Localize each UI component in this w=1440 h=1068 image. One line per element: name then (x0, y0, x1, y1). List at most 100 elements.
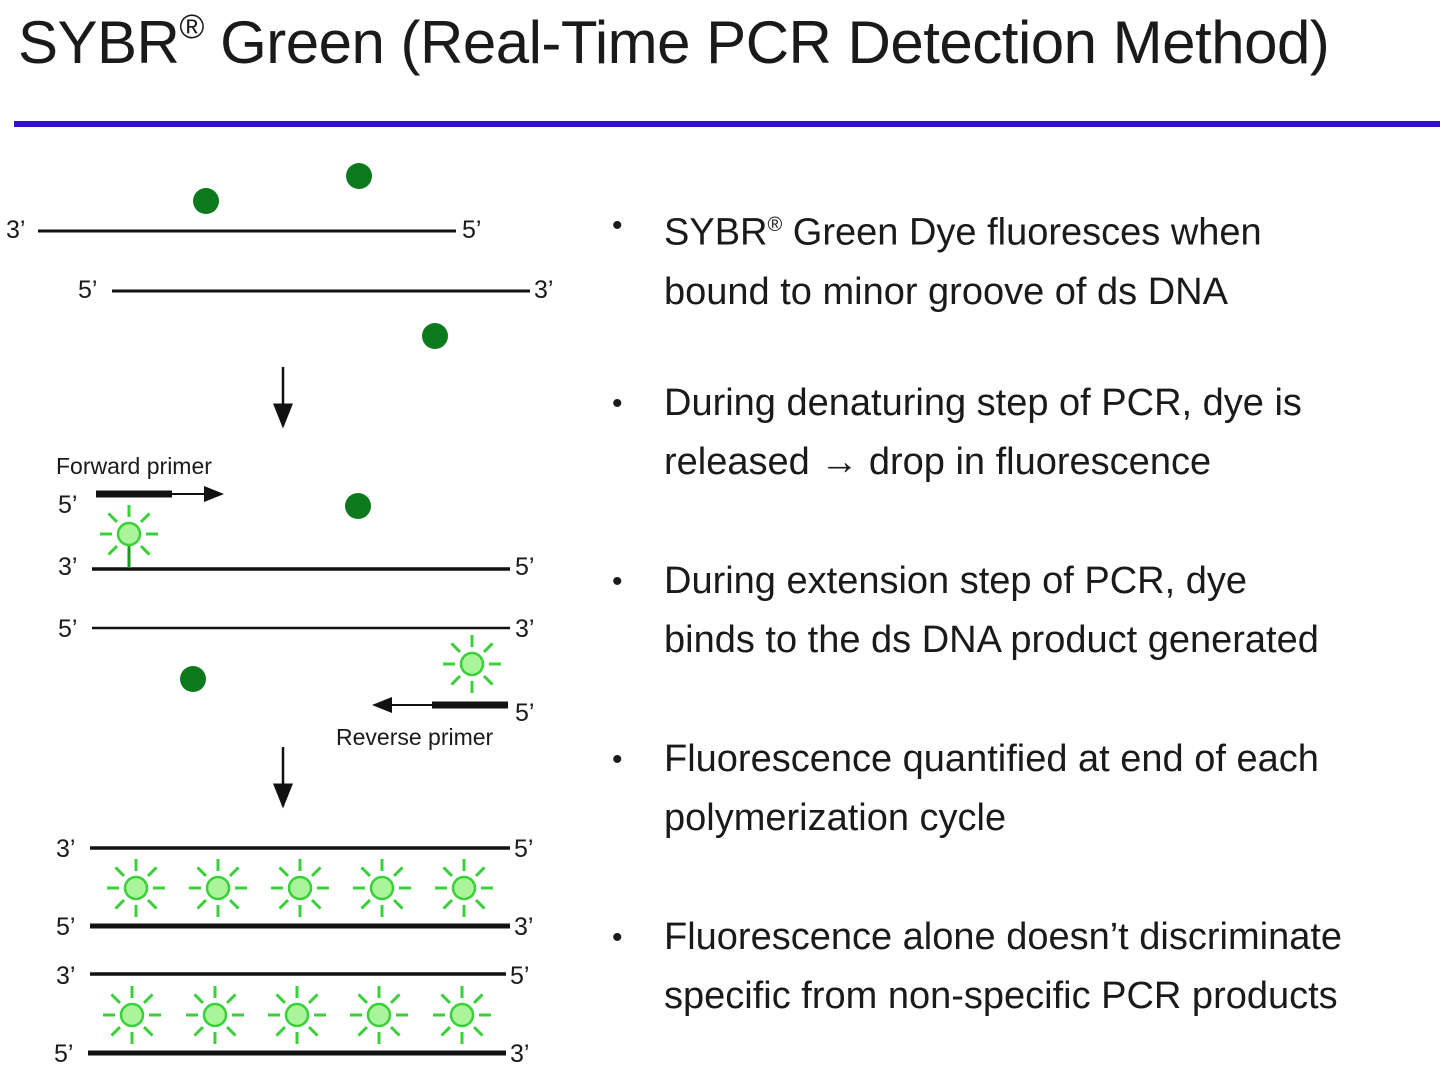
bullet-line2: bound to minor groove of ds DNA (664, 270, 1228, 313)
fluorescing-dye-icon (189, 859, 247, 917)
label-5prime: 5’ (58, 491, 77, 519)
bullet-text: Fluorescence quantified at end of each p… (664, 730, 1434, 848)
label-3prime: 3’ (58, 553, 77, 581)
glow-ray (307, 1025, 319, 1037)
glow-ray (193, 1025, 205, 1037)
glow-ray (196, 898, 208, 910)
glow-ray (472, 993, 484, 1005)
glow-core (366, 1002, 392, 1028)
fluorescing-dye-icon (107, 859, 165, 917)
glow-ray (110, 993, 122, 1005)
glow-core (287, 875, 313, 901)
glow-ray (196, 866, 208, 878)
bullet-line2: binds to the ds DNA product generated (664, 619, 1319, 661)
glow-ray (389, 1025, 401, 1037)
bullet-line1: SYBR (664, 211, 768, 254)
glow-core (451, 875, 477, 901)
glow-ray (142, 993, 154, 1005)
fluorescing-dye-icon (443, 635, 501, 693)
stage-3-products: 3’ 5’ 5’ 3’ 3’ 5’ 5’ 3’ (54, 835, 533, 1068)
label-5prime: 5’ (515, 699, 534, 727)
glow-ray (357, 1025, 369, 1037)
glow-core (116, 521, 142, 547)
glow-ray (225, 993, 237, 1005)
label-5prime: 5’ (510, 962, 529, 990)
bullet-dot: • (612, 921, 623, 954)
label-3prime: 3’ (534, 276, 553, 304)
label-3prime: 3’ (6, 216, 25, 244)
glow-ray (139, 512, 151, 524)
glow-ray (142, 1025, 154, 1037)
free-dye-dot (193, 188, 219, 214)
glow-core (202, 1002, 228, 1028)
glow-ray (474, 866, 486, 878)
label-3prime: 3’ (56, 962, 75, 990)
free-dye-dot (345, 493, 371, 519)
glow-ray (146, 866, 158, 878)
fluorescing-dye-icon (100, 505, 158, 568)
glow-ray (110, 1025, 122, 1037)
bullet-dot: • (612, 209, 623, 242)
glow-ray (392, 898, 404, 910)
glow-ray (114, 898, 126, 910)
bullet-line1: Fluorescence quantified at end of each (664, 738, 1319, 780)
bullet-line2: specific from non-specific PCR products (664, 975, 1338, 1017)
free-dye-dot (180, 666, 206, 692)
title-registered-mark: ® (179, 8, 204, 46)
bullet-text: SYBR® Green Dye fluoresces when bound to… (664, 196, 1434, 322)
glow-ray (146, 898, 158, 910)
label-5prime: 5’ (78, 276, 97, 304)
glow-core (449, 1002, 475, 1028)
label-5prime: 5’ (514, 835, 533, 863)
title-sybr: SYBR (18, 9, 180, 76)
label-5prime: 5’ (515, 553, 534, 581)
label-5prime: 5’ (56, 913, 75, 941)
label-3prime: 3’ (514, 913, 533, 941)
fluorescing-dye-icon (186, 986, 244, 1044)
glow-ray (278, 866, 290, 878)
stage-1-double-strand: 3’ 5’ 5’ 3’ (6, 163, 553, 349)
glow-ray (193, 993, 205, 1005)
label-5prime: 5’ (462, 216, 481, 244)
pcr-diagram: 3’ 5’ 5’ 3’ Forward primer 5’ 3’ 5’ 5’ 3… (6, 163, 553, 1068)
glow-ray (275, 993, 287, 1005)
glow-ray (442, 898, 454, 910)
glow-core (369, 875, 395, 901)
bullet-line1: During extension step of PCR, dye (664, 560, 1247, 602)
bullet-dot: • (612, 565, 623, 598)
glow-ray (357, 993, 369, 1005)
glow-core (459, 651, 485, 677)
glow-ray (114, 866, 126, 878)
reverse-primer-label: Reverse primer (336, 724, 494, 750)
label-5prime: 5’ (58, 615, 77, 643)
glow-ray (107, 544, 119, 556)
forward-primer-label: Forward primer (56, 453, 212, 479)
glow-ray (107, 512, 119, 524)
stage-2-primer-annealing: Forward primer 5’ 3’ 5’ 5’ 3’ 5’ Reverse… (56, 453, 534, 750)
glow-ray (310, 866, 322, 878)
bullet-text: During extension step of PCR, dye binds … (664, 552, 1434, 670)
glow-ray (392, 866, 404, 878)
page-title: SYBR® Green (Real-Time PCR Detection Met… (18, 8, 1330, 77)
bullet-text: During denaturing step of PCR, dye is re… (664, 374, 1434, 492)
free-dye-dot (346, 163, 372, 189)
glow-ray (228, 898, 240, 910)
glow-ray (228, 866, 240, 878)
glow-ray (225, 1025, 237, 1037)
fluorescing-dye-icon (271, 859, 329, 917)
glow-ray (310, 898, 322, 910)
bullet-line2: polymerization cycle (664, 797, 1007, 839)
fluorescing-dye-icon (350, 986, 408, 1044)
bullet-line1: During denaturing step of PCR, dye is (664, 382, 1302, 424)
fluorescing-dye-icon (268, 986, 326, 1044)
bullet-line1-end: Green Dye fluoresces when (782, 211, 1262, 254)
title-rest: Green (Real-Time PCR Detection Method) (203, 9, 1330, 76)
fluorescing-dye-icon (433, 986, 491, 1044)
bullet-dot: • (612, 743, 623, 776)
bullet-text: Fluorescence alone doesn’t discriminate … (664, 908, 1434, 1026)
glow-ray (360, 898, 372, 910)
glow-ray (440, 1025, 452, 1037)
glow-ray (275, 1025, 287, 1037)
glow-ray (139, 544, 151, 556)
glow-core (284, 1002, 310, 1028)
